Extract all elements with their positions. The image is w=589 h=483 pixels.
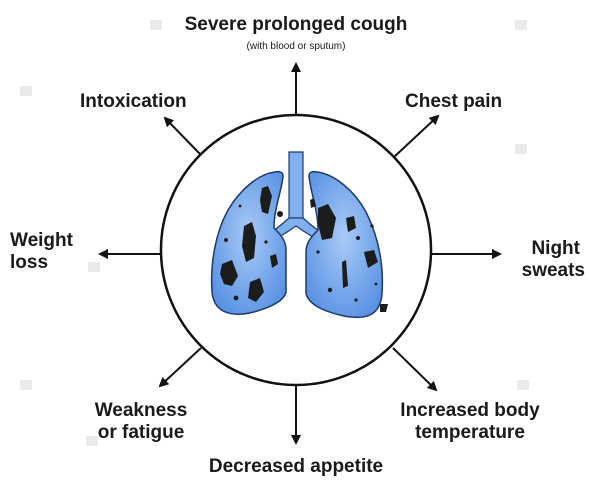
trachea bbox=[289, 152, 303, 222]
label-severe-prolonged-cough: Severe prolonged cough bbox=[146, 14, 446, 36]
label-chest-pain: Chest pain bbox=[405, 91, 502, 113]
label-intoxication: Intoxication bbox=[80, 91, 187, 113]
arrow-down-left bbox=[160, 348, 201, 386]
watermark-mark bbox=[515, 144, 527, 154]
label-night-sweats-line1: Night bbox=[480, 238, 580, 260]
watermark-mark bbox=[88, 262, 100, 272]
arrow-down-right bbox=[393, 348, 436, 390]
label-weakness-line2: or fatigue bbox=[74, 422, 208, 444]
label-decreased-appetite: Decreased appetite bbox=[176, 456, 416, 478]
label-increased-temp-line1: Increased body bbox=[382, 400, 558, 422]
label-weakness-line1: Weakness bbox=[74, 400, 208, 422]
watermark-mark bbox=[20, 380, 32, 390]
arrow-up-left bbox=[165, 118, 200, 154]
label-weight-loss-line1: Weight bbox=[10, 230, 73, 252]
watermark-mark bbox=[515, 20, 527, 30]
label-cough-note: (with blood or sputum) bbox=[196, 41, 396, 53]
label-night-sweats-line2: sweats bbox=[480, 260, 585, 282]
watermark-mark bbox=[517, 380, 529, 390]
label-weight-loss-line2: loss bbox=[10, 252, 48, 274]
label-increased-temp-line2: temperature bbox=[382, 422, 558, 444]
arrow-up-right bbox=[394, 116, 438, 157]
watermark-mark bbox=[20, 86, 32, 96]
